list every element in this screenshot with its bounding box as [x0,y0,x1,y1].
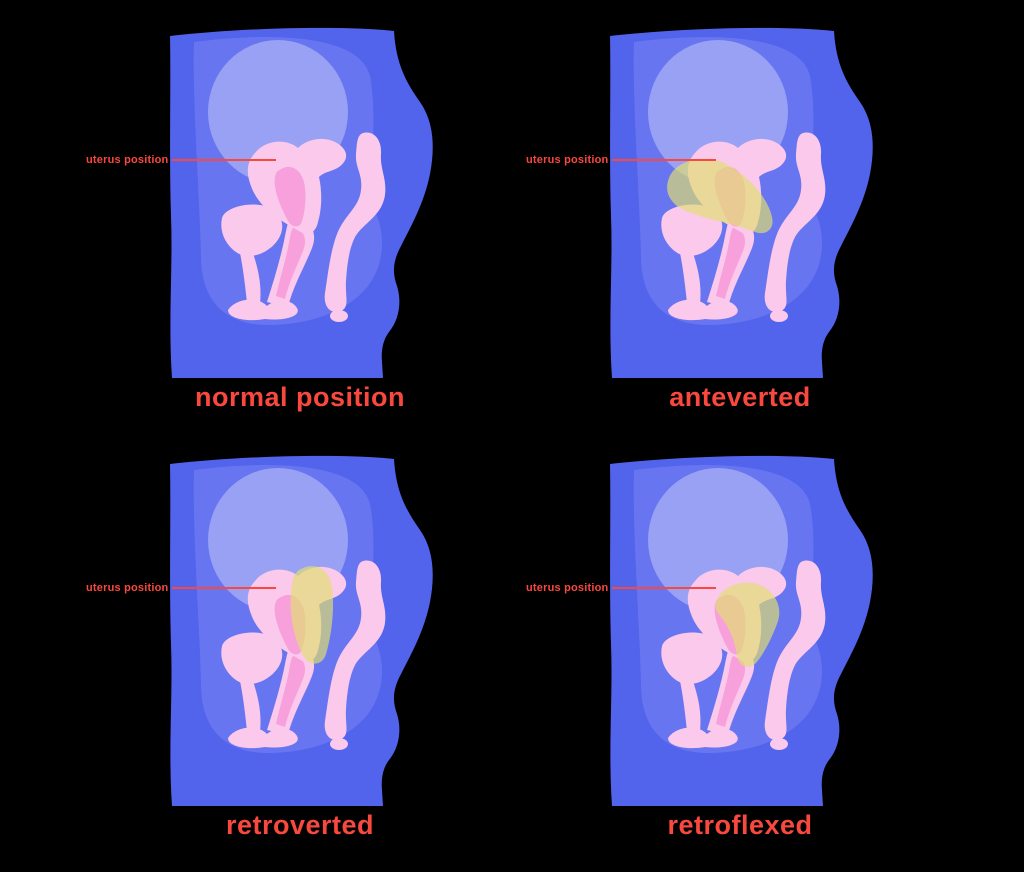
rectum-shape [764,560,826,741]
panel-caption: normal position [195,382,405,412]
uterus-pointer-label: uterus position [86,582,169,594]
uterus-pointer: uterus position [86,154,277,166]
uterus-pointer: uterus position [86,582,277,594]
urethra-shape [680,250,701,304]
uterus-overlay-retroverted [290,566,334,664]
uterus-overlay-retroflexed [715,582,780,667]
canal-interior [716,654,745,727]
rectum-base [770,310,788,322]
uterus-pointer-line [612,159,717,161]
uterus-pointer-line [172,587,277,589]
rectum-base [330,738,348,750]
panel-caption: retroverted [225,810,375,840]
pelvis-illustration [170,455,433,806]
rectum-shape [324,560,386,741]
panel-caption: anteverted [669,382,811,412]
uterus-cavity [274,166,306,227]
rectum-base [330,310,348,322]
uterus-pointer-line [172,159,277,161]
uterus-pointer: uterus position [526,582,717,594]
canal-interior [276,654,305,727]
panel-caption: retroflexed [667,810,813,840]
uterus-pointer-label: uterus position [526,582,609,594]
urethra-shape [240,678,261,732]
uterus-pointer-line [612,587,717,589]
uterus-overlay-anteverted [667,158,773,234]
panel-anteverted: uterus position anteverted [526,20,880,413]
bladder-shape [661,632,723,685]
urethra-shape [240,250,261,304]
uterus-pointer-label: uterus position [526,154,609,166]
uterus-pointer: uterus position [526,154,717,166]
uterus-pointer-label: uterus position [86,154,169,166]
canal-interior [716,226,745,299]
panel-normal-position: uterus position normal position [86,20,440,413]
rectum-shape [764,132,826,313]
rectum-base [770,738,788,750]
rectum-shape [324,132,386,313]
bladder-shape [221,632,283,685]
urethra-shape [680,678,701,732]
pelvis-illustration [170,27,433,379]
bladder-shape [221,204,283,257]
pelvis-illustration [610,27,873,379]
panel-retroflexed: uterus position retroflexed [526,448,880,841]
canal-interior [276,226,305,299]
pelvis-illustration [610,455,873,806]
panel-retroverted: uterus position retroverted [86,448,440,841]
